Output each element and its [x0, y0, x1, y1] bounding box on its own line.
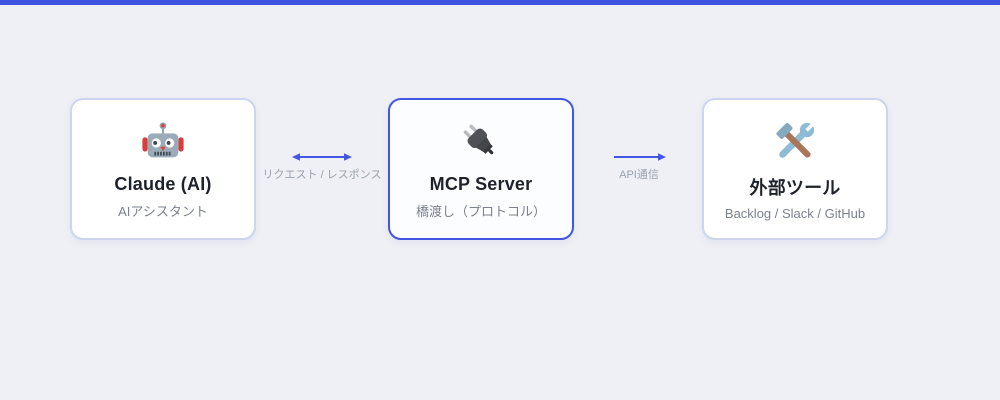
top-accent-bar — [0, 0, 1000, 5]
plug-icon — [463, 124, 494, 155]
node-subtitle: AIアシスタント — [118, 204, 208, 219]
node-subtitle: 橋渡し（プロトコル） — [415, 204, 546, 219]
node-title: 外部ツール — [749, 178, 841, 198]
connector-request-response: リクエスト / レスポンス — [256, 149, 388, 182]
robot-icon — [142, 122, 184, 158]
node-title: Claude (AI) — [114, 174, 212, 194]
node-claude: Claude (AI) AIアシスタント — [70, 98, 256, 240]
node-mcp-server: MCP Server 橋渡し（プロトコル） — [388, 98, 574, 240]
right-arrow-icon — [614, 153, 666, 161]
hammer-wrench-icon — [776, 121, 816, 158]
connector-api: API通信 — [576, 149, 702, 182]
node-subtitle: Backlog / Slack / GitHub — [724, 206, 866, 221]
connector-label: リクエスト / レスポンス — [262, 169, 382, 181]
node-title: MCP Server — [429, 174, 533, 194]
bidirectional-arrow-icon — [292, 153, 352, 161]
connector-label: API通信 — [619, 169, 659, 181]
node-external-tools: 外部ツール Backlog / Slack / GitHub — [702, 98, 888, 240]
